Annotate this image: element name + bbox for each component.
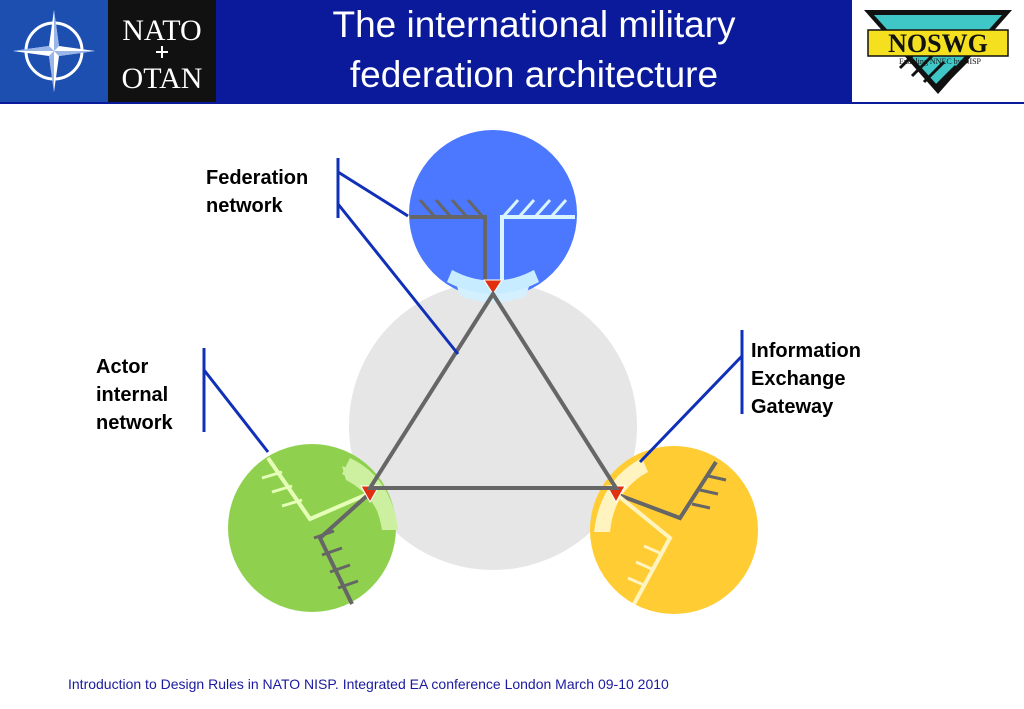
actor-right-hatch-light [627,544,663,588]
actor-right [590,446,758,614]
nosweg-logo-tagline: Enabling NNEC by NISP [899,57,982,66]
label-federation-network: Federation network [206,164,308,220]
nosweg-logo-text: NOSWG [888,29,988,58]
label-information-exchange-gateway: Information Exchange Gateway [751,337,861,421]
title-line-2: federation architecture [349,54,719,95]
label-actor-internal-network-line2: internal [96,384,169,406]
nato-logo: NATO OTAN [0,0,216,102]
actor-top-circle [409,130,577,298]
actor-left-internal-network [266,456,371,522]
label-federation-network-line2: network [206,195,283,217]
actor-left-circle [228,444,396,612]
federation-circle [349,282,637,570]
actor-right-hatch-dark [691,474,727,510]
gateway-marker-top [483,279,503,295]
actor-top-hatch-left [418,199,485,218]
label-information-exchange-gateway-line2: Exchange [751,368,846,390]
callout-information-exchange-gateway [638,330,744,464]
actor-left [228,444,398,612]
page-title: The international military federation ar… [216,0,852,102]
actor-left-hatch-light [261,470,303,508]
federation-diagram [202,130,758,614]
actor-left-hatch-dark [313,529,359,590]
actor-right-internal-network [615,460,718,521]
actor-left-internal-network-2 [317,491,372,605]
label-actor-internal-network-line3: network [96,412,173,434]
actor-top-hatch-right [501,199,568,218]
label-information-exchange-gateway-line3: Gateway [751,396,834,418]
footer-text: Introduction to Design Rules in NATO NIS… [68,676,669,692]
callout-actor-internal-network [202,348,270,453]
label-federation-network-line1: Federation [206,167,309,189]
title-line-1: The international military [332,4,736,45]
nato-logo-text-bottom: OTAN [122,62,203,95]
header-divider [0,102,1024,104]
nato-logo-text-top: NATO [122,14,201,47]
header: NATO OTAN The international military fed… [0,0,1024,104]
nosweg-logo: NOSWG Enabling NNEC by NISP [864,10,1012,94]
actor-top [409,130,577,303]
actor-right-internal-network-2 [614,492,673,605]
label-information-exchange-gateway-line1: Information [751,340,861,362]
label-actor-internal-network-line1: Actor [96,356,149,378]
callout-federation-network [336,158,460,355]
actor-top-internal-network-2 [500,215,575,280]
federation-network-triangle [366,290,620,490]
actor-right-circle [590,446,758,614]
label-actor-internal-network: Actor internal network [96,353,173,437]
